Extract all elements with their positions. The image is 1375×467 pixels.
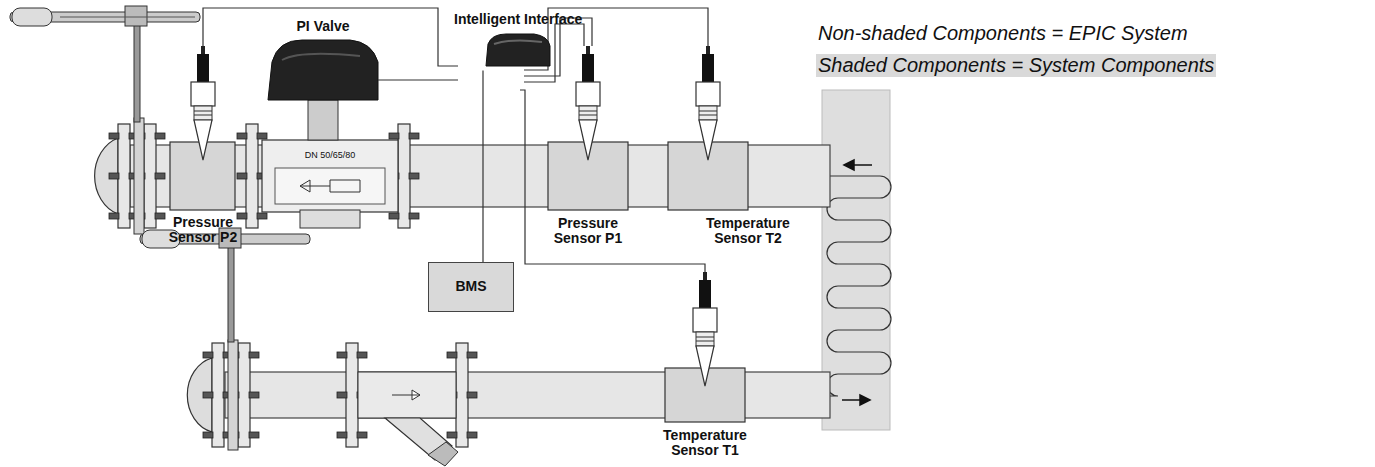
size-label: DN 50/65/80 bbox=[285, 151, 375, 161]
interface-housing bbox=[482, 30, 554, 70]
legend-text: Shaded Components = System Components bbox=[818, 54, 1214, 76]
sensor-label: Temperature Sensor T1 bbox=[653, 428, 757, 457]
sensor-label: Pressure Sensor P1 bbox=[543, 216, 633, 247]
flow-arrow bbox=[842, 160, 872, 405]
legend-entry: Shaded Components = System Components bbox=[818, 54, 1214, 77]
pressure-sensor bbox=[191, 46, 215, 160]
legend-text: Non-shaded Components = EPIC System bbox=[818, 22, 1188, 44]
pi-valve bbox=[237, 40, 419, 228]
pressure-sensor bbox=[576, 46, 600, 160]
coil-panel bbox=[822, 90, 890, 430]
legend-entry: Non-shaded Components = EPIC System bbox=[818, 22, 1188, 45]
butterfly-valve bbox=[140, 228, 310, 450]
strainer bbox=[337, 343, 477, 466]
temperature-sensor bbox=[693, 272, 717, 386]
signal-wire bbox=[203, 8, 708, 272]
signal-connector bbox=[482, 70, 483, 262]
interface-unit: Intelligent Interface bbox=[452, 12, 584, 70]
coil-winding bbox=[827, 176, 891, 396]
sensor-label: Pressure Sensor P2 bbox=[158, 215, 248, 246]
bms-box: BMS bbox=[428, 262, 514, 312]
valve-label: PI Valve bbox=[278, 19, 368, 34]
temperature-sensor bbox=[696, 46, 720, 160]
sensor-label: Temperature Sensor T2 bbox=[696, 216, 800, 247]
node-text: BMS bbox=[455, 279, 486, 294]
node-text: Intelligent Interface bbox=[452, 12, 584, 27]
